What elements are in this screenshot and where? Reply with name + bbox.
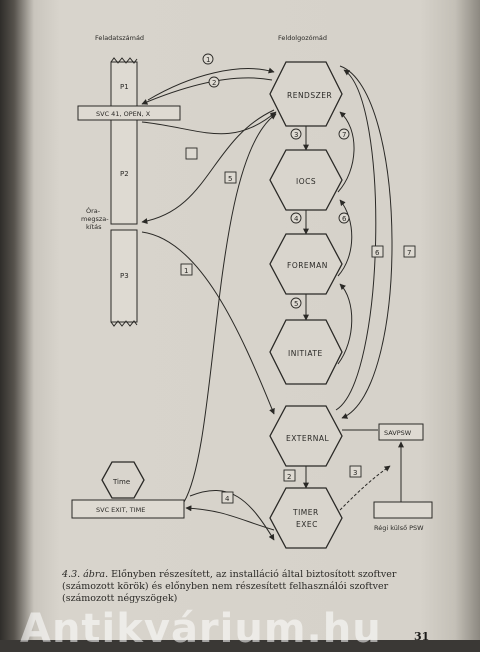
arrow-rendszer-external	[339, 65, 393, 419]
square-6	[371, 245, 384, 258]
circle-label-3: 3	[294, 131, 298, 139]
arrow-time-to-rendszer	[183, 113, 277, 503]
square-8	[185, 147, 198, 160]
circle-6	[338, 212, 350, 224]
label-iocs: IOCS	[296, 177, 316, 186]
square-5	[224, 171, 237, 184]
loop-initiate-foreman	[337, 283, 353, 365]
regi-psw-box	[373, 501, 433, 519]
loop-foreman-iocs	[337, 199, 353, 277]
arrow-rendszer-return	[141, 77, 273, 105]
hex-iocs	[269, 149, 343, 211]
figure-number: 4.3. ábra.	[62, 569, 109, 580]
p2-label: P2	[120, 170, 129, 178]
circle-2	[208, 76, 220, 88]
circle-label-7: 7	[342, 131, 346, 139]
svc-exit-box	[71, 499, 185, 519]
square-label-1: 1	[184, 267, 188, 275]
label-initiate: INITIATE	[288, 349, 323, 358]
interrupt-label-1: Óra-	[86, 206, 101, 215]
hex-timer-exec	[269, 487, 343, 549]
circle-7	[338, 128, 350, 140]
label-foreman: FOREMAN	[287, 261, 328, 270]
square-1	[180, 263, 193, 276]
regi-psw-label: Régi külső PSW	[374, 523, 424, 532]
square-label-4: 4	[225, 495, 230, 503]
svc-exit-label: SVC EXIT, TIME	[96, 506, 145, 514]
square-7	[403, 245, 416, 258]
circle-1	[202, 53, 214, 65]
circle-3	[290, 128, 302, 140]
arrow-external-rendszer	[335, 69, 377, 411]
circle-4	[290, 212, 302, 224]
square-label-2: 2	[287, 473, 291, 481]
arrow-rendszer-to-task	[141, 109, 275, 225]
circle-label-5: 5	[294, 300, 298, 308]
circle-label-6: 6	[342, 215, 347, 223]
label-time: Time	[112, 478, 130, 486]
arrow-timer-to-svc-exit	[185, 505, 275, 531]
circle-label-2: 2	[212, 79, 216, 87]
arrow-task-to-external	[141, 231, 275, 415]
circle-5	[290, 297, 302, 309]
heading-left: Feladatszámád	[95, 34, 144, 42]
p3-label: P3	[120, 272, 129, 280]
arrow-time-to-timer	[189, 490, 275, 541]
p1-label: P1	[120, 83, 129, 91]
square-label-3: 3	[353, 469, 357, 477]
square-4	[221, 491, 234, 504]
heading-right: Feldolgozómád	[278, 34, 327, 42]
hex-external	[269, 405, 343, 467]
watermark: Antikvárium.hu	[20, 606, 382, 652]
savpsw-box	[378, 423, 424, 441]
square-3	[349, 465, 362, 478]
figure-caption-text: Előnyben részesített, az installáció ált…	[62, 569, 397, 604]
savpsw-label: SAVPSW	[384, 429, 412, 437]
figure-caption: 4.3. ábra. Előnyben részesített, az inst…	[62, 569, 442, 605]
hex-rendszer	[269, 61, 343, 127]
hex-foreman	[269, 233, 343, 295]
interrupt-label-2: megsza-	[81, 215, 109, 223]
arrow-timer-to-savpsw	[339, 465, 391, 511]
square-label-5: 5	[228, 175, 232, 183]
loop-iocs-rendszer	[337, 111, 355, 193]
arrow-call-to-rendszer	[147, 67, 275, 101]
circle-label-4: 4	[294, 215, 299, 223]
arrow-task-p2-to-rendszer	[141, 111, 277, 135]
square-label-6: 6	[375, 249, 380, 257]
hex-time	[101, 461, 145, 499]
hex-initiate	[269, 319, 343, 385]
square-2	[283, 469, 296, 482]
square-label-7: 7	[407, 249, 411, 257]
label-exec: EXEC	[296, 520, 318, 529]
label-rendszer: RENDSZER	[287, 91, 332, 100]
page-number: 31	[414, 630, 430, 643]
label-external: EXTERNAL	[286, 434, 330, 443]
interrupt-label-3: kítás	[86, 223, 102, 231]
circle-label-1: 1	[206, 56, 210, 64]
svc-call-label: SVC 41, OPEN, X	[96, 110, 151, 118]
label-timer: TIMER	[292, 508, 319, 517]
task-column	[77, 57, 181, 327]
